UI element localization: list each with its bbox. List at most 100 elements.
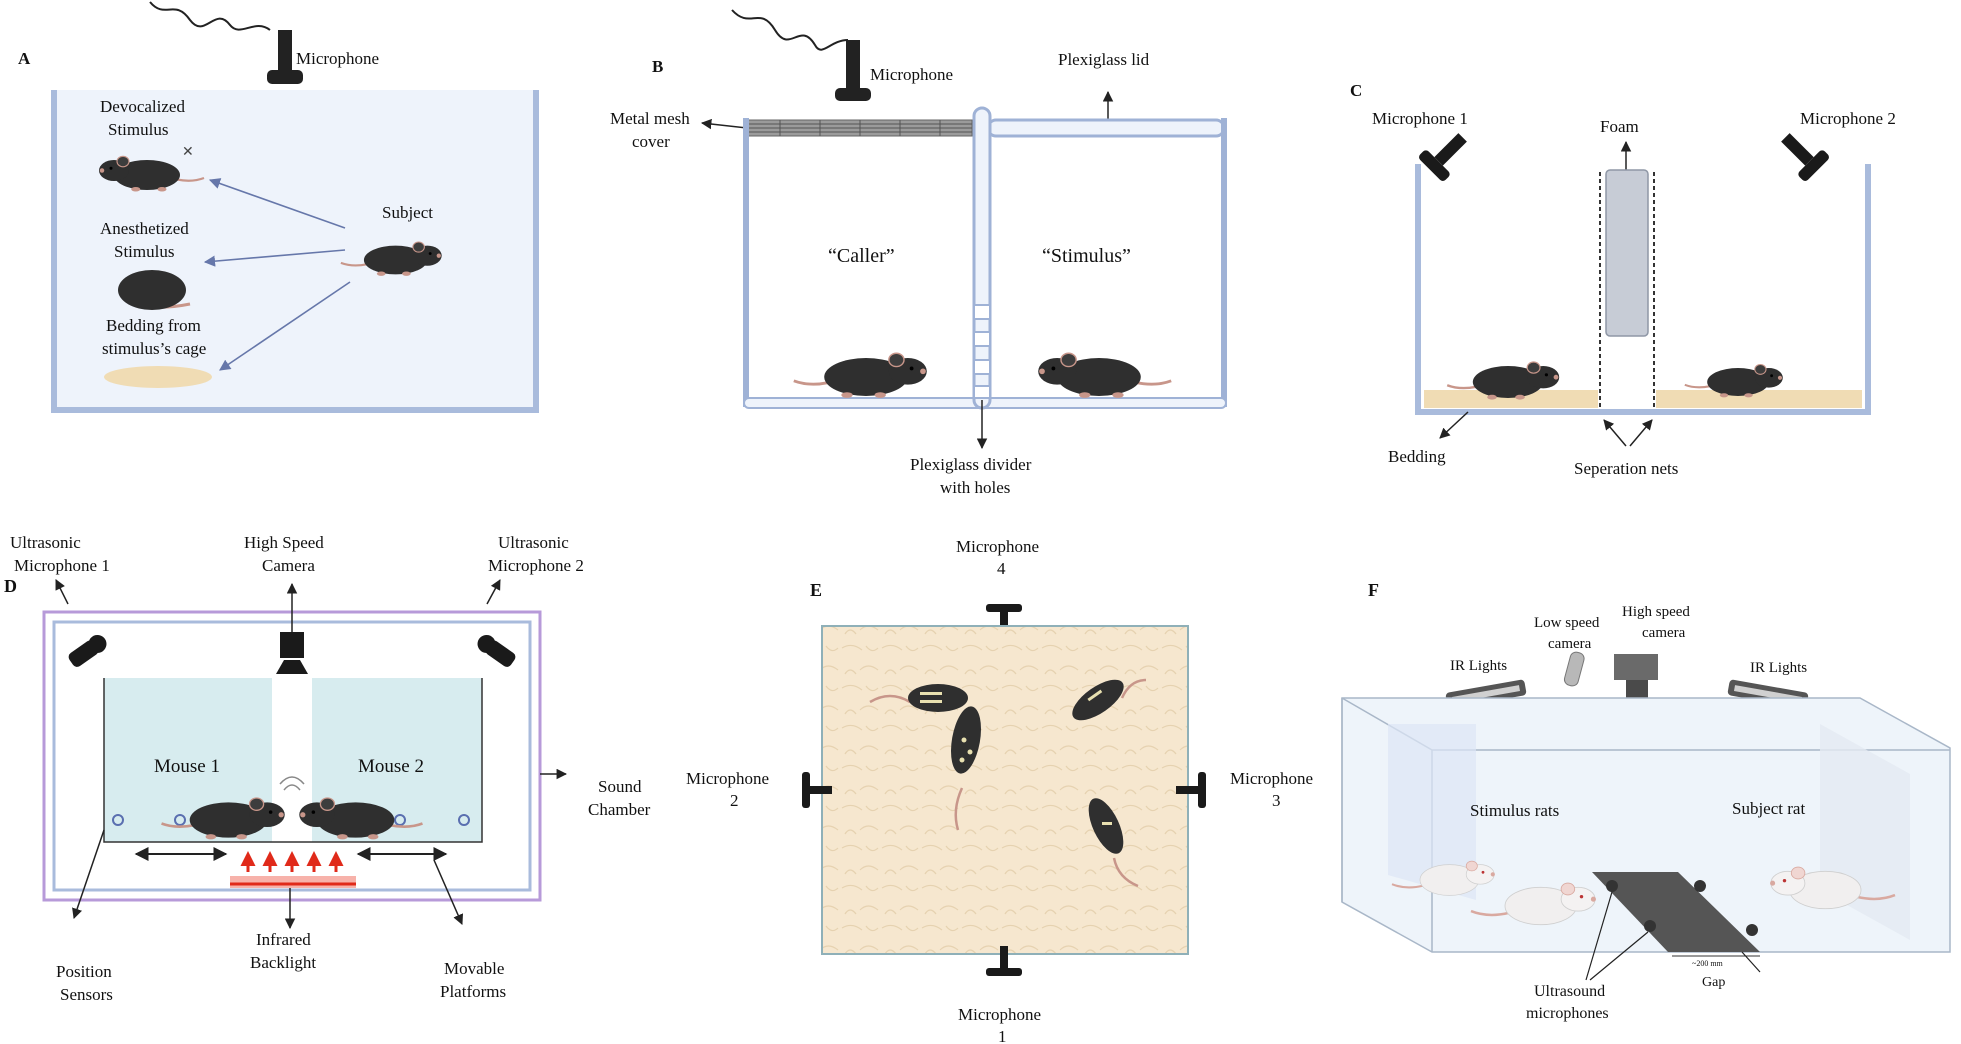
stimulus-mouse bbox=[1036, 351, 1173, 400]
ultrasound-microphone-dots bbox=[1606, 880, 1758, 936]
label-backlight-2: Backlight bbox=[250, 953, 316, 972]
label-mic2-c: Microphone 2 bbox=[1800, 109, 1896, 128]
platform-frame bbox=[103, 678, 483, 843]
label-mic4-2: 4 bbox=[997, 559, 1006, 578]
label-umic2-2: Microphone 2 bbox=[488, 556, 584, 575]
label-umic1-1: Ultrasonic bbox=[10, 533, 81, 552]
label-mouse-2: Mouse 2 bbox=[358, 756, 424, 777]
label-mic1-1: Microphone bbox=[958, 1005, 1041, 1024]
microphone-2-icon-c bbox=[1781, 133, 1829, 181]
arrow-umic2 bbox=[486, 579, 501, 605]
label-usm-1: Ultrasound bbox=[1534, 983, 1605, 1000]
panel-e: E Microphone 4 Microphone 2 Microphone 3… bbox=[686, 537, 1313, 1044]
label-mic2-2: 2 bbox=[730, 791, 739, 810]
label-stimulus-rats: Stimulus rats bbox=[1470, 801, 1559, 820]
label-high-cam-2: camera bbox=[1642, 625, 1686, 641]
label-platforms-2: Platforms bbox=[440, 982, 506, 1001]
panel-letter-c: C bbox=[1350, 81, 1362, 100]
label-anesthetized-2: Stimulus bbox=[114, 242, 174, 261]
bedding-left bbox=[1424, 390, 1598, 408]
arrow-to-devocalized bbox=[208, 178, 346, 229]
label-stimulus-b: “Stimulus” bbox=[1042, 245, 1131, 267]
bedding-pile bbox=[104, 366, 212, 388]
tracked-mouse-3 bbox=[1072, 678, 1147, 721]
label-sensors-2: Sensors bbox=[60, 985, 113, 1004]
arrow-net-right bbox=[1629, 419, 1653, 447]
label-sensors-1: Position bbox=[56, 962, 112, 981]
caller-mouse bbox=[792, 351, 929, 400]
label-umic2-1: Ultrasonic bbox=[498, 533, 569, 552]
panel-letter-b: B bbox=[652, 57, 663, 76]
arrow-bedding bbox=[1439, 411, 1469, 439]
infrared-backlight-bar bbox=[230, 876, 356, 888]
label-mouse-1: Mouse 1 bbox=[154, 756, 220, 777]
microphone-icon bbox=[267, 30, 303, 84]
ultrasonic-mic-2-icon bbox=[477, 634, 516, 667]
ultrasonic-mic-1-icon bbox=[68, 634, 107, 667]
label-chamber-1: Sound bbox=[598, 777, 642, 796]
microphone-cable-b bbox=[731, 9, 849, 51]
label-microphone: Microphone bbox=[296, 49, 379, 68]
muted-sound-icon: ✕ bbox=[182, 145, 194, 160]
panel-letter-a: A bbox=[18, 49, 31, 68]
arrow-platforms bbox=[433, 859, 464, 925]
panel-c: C Microphone 1 Microphone 2 Foam Bedding… bbox=[1350, 81, 1896, 478]
label-camera-1: High Speed bbox=[244, 533, 324, 552]
high-speed-camera-icon-f bbox=[1614, 654, 1658, 702]
label-mic3-1: Microphone bbox=[1230, 769, 1313, 788]
label-devocalized-1: Devocalized bbox=[100, 97, 185, 116]
infrared-arrows bbox=[240, 851, 344, 872]
label-low-cam-2: camera bbox=[1548, 636, 1592, 652]
label-mic1-2: 1 bbox=[998, 1027, 1007, 1044]
arrow-umic1 bbox=[55, 579, 69, 605]
label-bedding-c: Bedding bbox=[1388, 447, 1446, 466]
label-microphone-b: Microphone bbox=[870, 65, 953, 84]
label-high-cam-1: High speed bbox=[1622, 604, 1690, 620]
arrow-sensors bbox=[72, 829, 105, 919]
arrow-usm-1 bbox=[1585, 891, 1613, 981]
panel-letter-f: F bbox=[1368, 580, 1379, 600]
bedding-right bbox=[1656, 390, 1862, 408]
microphone-1-icon-c bbox=[1419, 133, 1467, 181]
label-divider-2: with holes bbox=[940, 478, 1010, 497]
anesthetized-mouse bbox=[118, 270, 191, 310]
panel-f: F IR Lights Low speed camera High speed … bbox=[1341, 580, 1951, 1022]
label-mesh-2: cover bbox=[632, 132, 670, 151]
label-umic1-2: Microphone 1 bbox=[14, 556, 110, 575]
label-mesh-1: Metal mesh bbox=[610, 109, 690, 128]
label-mic1-c: Microphone 1 bbox=[1372, 109, 1468, 128]
label-gap: Gap bbox=[1702, 975, 1725, 990]
gap-platform bbox=[1592, 872, 1760, 952]
arena-floor bbox=[821, 625, 1189, 955]
panel-d: D Ultrasonic Microphone 1 High Speed Cam… bbox=[4, 533, 651, 1004]
panel-b: B Microphone Plexiglass lid Metal mesh c… bbox=[610, 9, 1227, 497]
divider-holes bbox=[973, 304, 991, 399]
label-gap-dimension: ~200 mm bbox=[1692, 959, 1724, 968]
label-mic3-2: 3 bbox=[1272, 791, 1281, 810]
arrow-net-left bbox=[1603, 419, 1627, 447]
plexiglass-lid bbox=[986, 118, 1226, 138]
tracked-mouse-1 bbox=[869, 684, 968, 712]
gap-leader bbox=[1741, 951, 1761, 973]
label-separation-nets: Seperation nets bbox=[1574, 459, 1678, 478]
label-usm-2: microphones bbox=[1526, 1005, 1609, 1022]
arrow-to-bedding bbox=[219, 281, 351, 371]
high-speed-camera-icon bbox=[276, 632, 308, 674]
arrow-usm-2 bbox=[1589, 931, 1649, 981]
foam-block bbox=[1605, 169, 1649, 337]
panel-letter-d: D bbox=[4, 576, 17, 596]
tracked-mouse-4 bbox=[1088, 798, 1139, 888]
label-ir-right: IR Lights bbox=[1750, 660, 1807, 676]
vocalization-waves bbox=[279, 776, 305, 791]
label-backlight-1: Infrared bbox=[256, 930, 311, 949]
label-bedding-2: stimulus’s cage bbox=[102, 339, 206, 358]
label-chamber-2: Chamber bbox=[588, 800, 651, 819]
low-speed-camera-icon bbox=[1563, 651, 1585, 687]
label-low-cam-1: Low speed bbox=[1534, 615, 1600, 631]
label-devocalized-2: Stimulus bbox=[108, 120, 168, 139]
label-anesthetized-1: Anesthetized bbox=[100, 219, 189, 238]
microphone-cable bbox=[149, 1, 271, 31]
label-mic4-1: Microphone bbox=[956, 537, 1039, 556]
